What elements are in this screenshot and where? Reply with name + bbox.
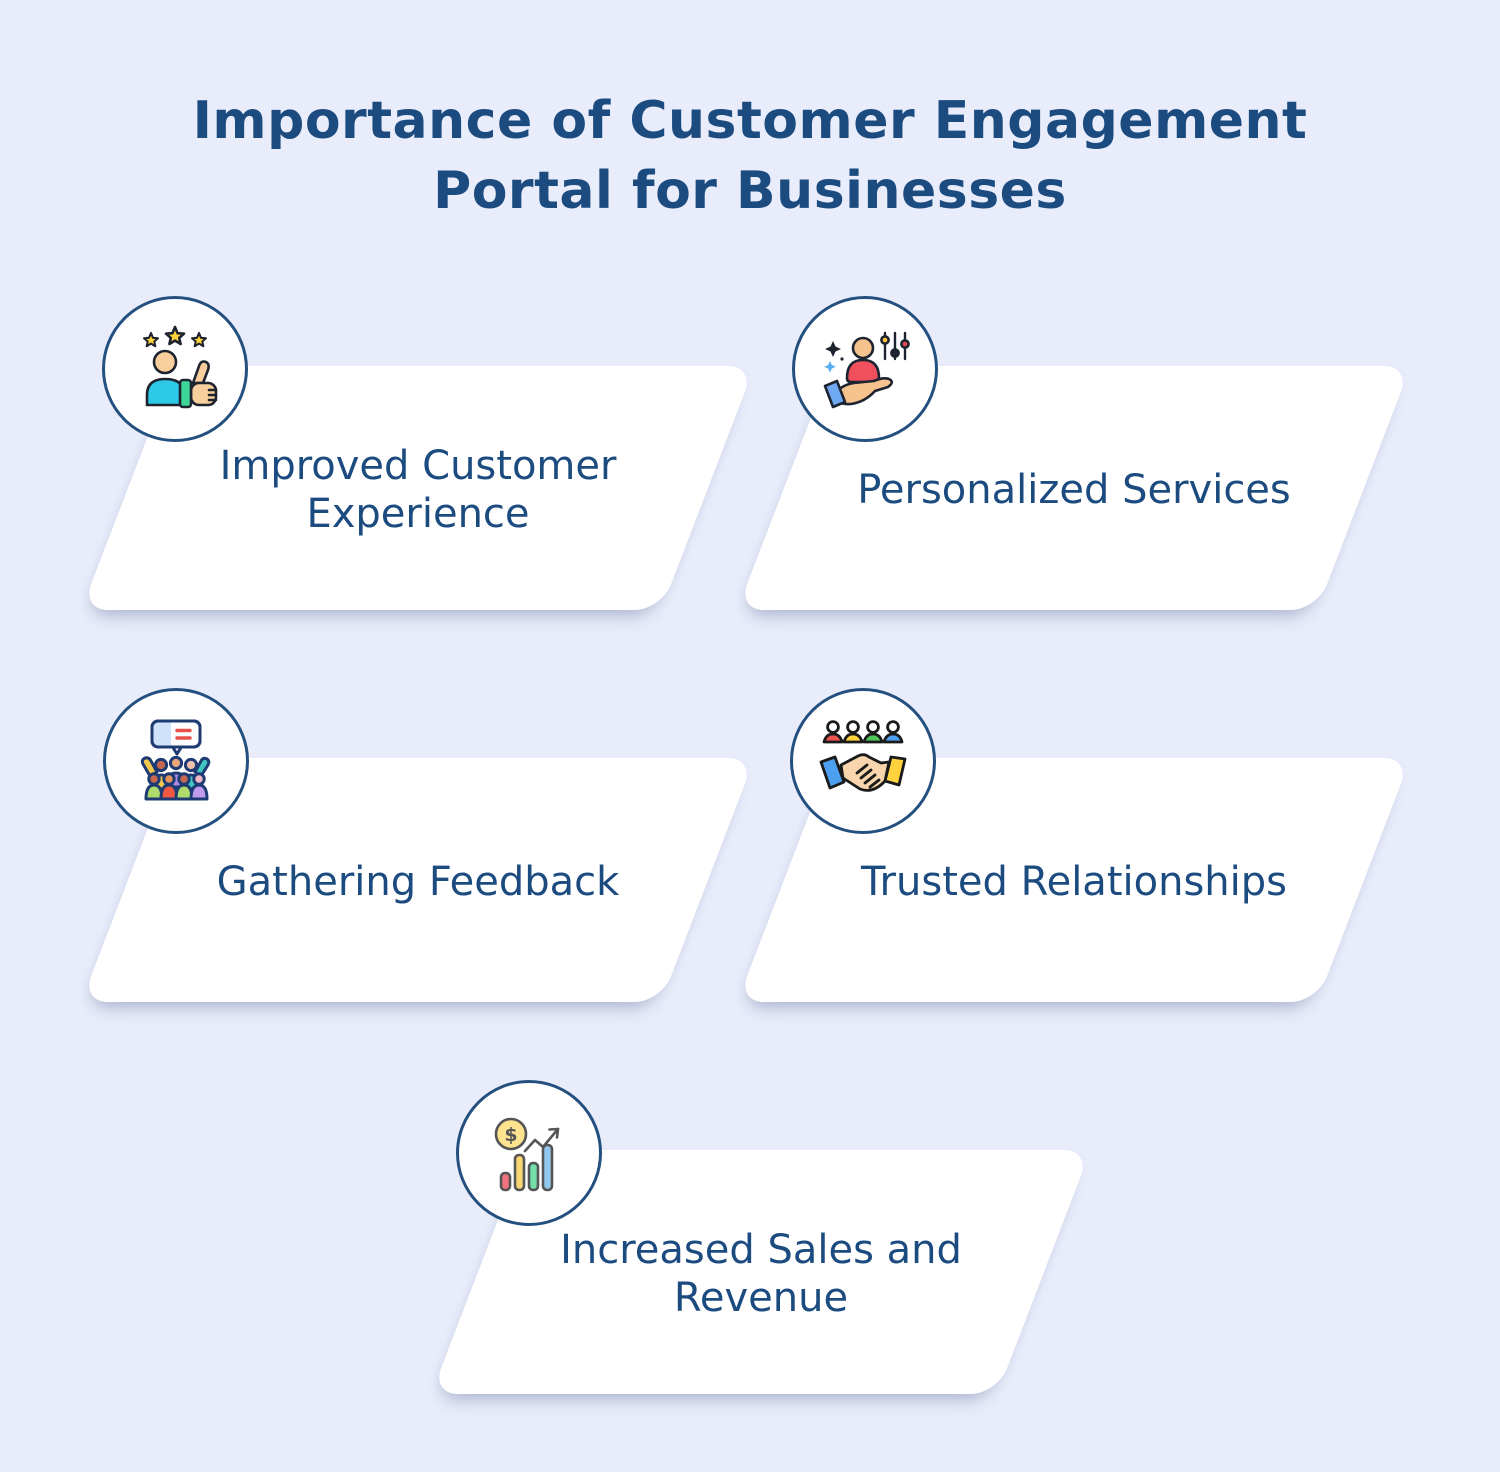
card-label-improved-customer-experience: Improved Customer Experience (219, 443, 617, 537)
svg-text:$: $ (504, 1124, 517, 1146)
icon-circle-trusted-relationships (790, 688, 936, 834)
revenue-growth-chart-icon: $ (494, 1117, 560, 1192)
crowd-speech-bubble-icon (140, 719, 211, 801)
handshake-icon (819, 720, 907, 792)
icon-circle-improved-customer-experience (102, 296, 248, 442)
customer-thumbs-up-stars-icon (142, 325, 218, 409)
card-label-personalized-services: Personalized Services (857, 467, 1291, 513)
hand-holding-person-icon (823, 331, 910, 409)
icon-circle-increased-sales-revenue: $ (456, 1080, 602, 1226)
card-label-gathering-feedback: Gathering Feedback (216, 859, 620, 905)
card-label-trusted-relationships: Trusted Relationships (861, 859, 1287, 905)
page-title-line1: Importance of Customer Engagement (192, 91, 1308, 151)
icon-circle-gathering-feedback (103, 688, 249, 834)
page-title-line2: Portal for Businesses (433, 161, 1067, 221)
page-title: Importance of Customer Engagement Portal… (0, 86, 1500, 226)
card-label-increased-sales-revenue: Increased Sales and Revenue (560, 1227, 962, 1321)
icon-circle-personalized-services (792, 296, 938, 442)
